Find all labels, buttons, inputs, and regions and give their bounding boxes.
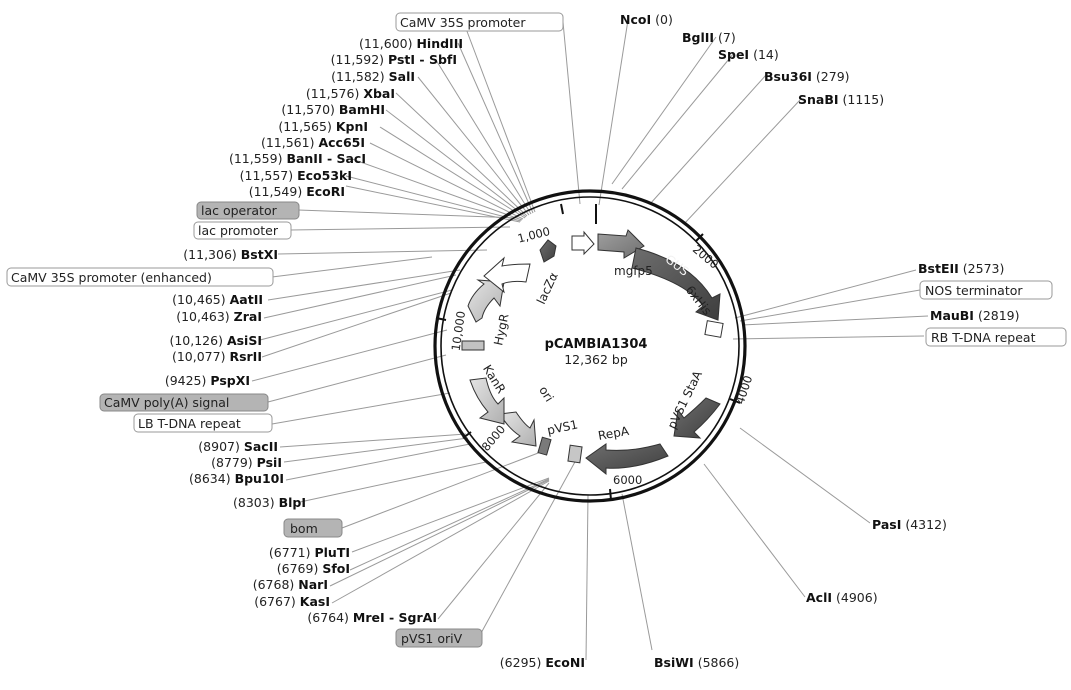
site-psti: (11,592) PstI - SbfI — [331, 52, 457, 67]
label-ori: ori — [536, 384, 556, 405]
svg-text:lac promoter: lac promoter — [198, 223, 279, 238]
feature-nos-term: NOS terminator — [919, 280, 1053, 300]
site-labels: (11,600) HindIII (11,592) PstI - SbfI (1… — [165, 12, 1020, 670]
tick-8000: 8000 — [479, 422, 509, 453]
site-pasi: PasI (4312) — [872, 517, 947, 532]
backbone — [433, 189, 747, 503]
site-ecori: (11,549) EcoRI — [249, 184, 345, 199]
site-kpni: (11,565) KpnI — [278, 119, 368, 134]
site-hindiii: (11,600) HindIII — [359, 36, 463, 51]
label-hygr: HygR — [491, 312, 511, 346]
site-maubi: MauBI (2819) — [930, 308, 1020, 323]
feature-camv35s-top: CaMV 35S promoter — [395, 12, 564, 32]
kanr-arrow — [469, 377, 505, 425]
label-pvs1: pVS1 — [546, 417, 579, 437]
site-bglii: BglII (7) — [682, 30, 736, 45]
lacz-arrow-top — [539, 239, 557, 263]
site-bpu10i: (8634) Bpu10I — [189, 471, 284, 486]
site-sfoi: (6769) SfoI — [277, 561, 350, 576]
svg-text:NOS terminator: NOS terminator — [925, 283, 1023, 298]
repa-arrow — [585, 443, 669, 476]
plasmid-name: pCAMBIA1304 — [545, 337, 648, 352]
svg-text:CaMV 35S promoter (enhanced): CaMV 35S promoter (enhanced) — [11, 270, 212, 285]
backbone-ticks — [435, 203, 741, 501]
label-repa: RepA — [597, 424, 631, 443]
label-lacza: lacZα — [534, 270, 561, 306]
site-econi: (6295) EcoNI — [500, 655, 585, 670]
ori-arrow — [499, 411, 537, 447]
polya-box — [461, 340, 485, 351]
site-psii: (8779) PsiI — [211, 455, 282, 470]
site-bsteii: BstEII (2573) — [918, 261, 1004, 276]
feature-lac-operator: lac operator — [196, 201, 300, 220]
feature-rb-repeat: RB T-DNA repeat — [925, 327, 1067, 347]
site-zrai: (10,463) ZraI — [176, 309, 262, 324]
site-snabi: SnaBI (1115) — [798, 92, 884, 107]
site-acli: AclI (4906) — [806, 590, 878, 605]
site-aatii: (10,465) AatII — [172, 292, 263, 307]
site-kasi: (6767) KasI — [254, 594, 330, 609]
feature-bom: bom — [283, 518, 343, 538]
feature-lb-repeat: LB T-DNA repeat — [133, 413, 273, 433]
site-sali: (11,582) SalI — [331, 69, 415, 84]
feature-pvs1-oriv: pVS1 oriV — [395, 628, 483, 648]
site-pspxi: (9425) PspXI — [165, 373, 250, 388]
tick-6000: 6000 — [613, 473, 642, 487]
feature-labels: CaMV 35S promoter lac operator lac promo… — [6, 12, 1067, 648]
gus-arrow — [631, 247, 721, 321]
leader-lines — [251, 17, 929, 661]
site-banii: (11,559) BanII - SacI — [229, 151, 366, 166]
site-blpi: (8303) BlpI — [233, 495, 306, 510]
site-bamhi: (11,570) BamHI — [281, 102, 385, 117]
site-spei: SpeI (14) — [718, 47, 779, 62]
svg-text:LB T-DNA repeat: LB T-DNA repeat — [138, 416, 241, 431]
feature-camv-polya: CaMV poly(A) signal — [99, 393, 269, 412]
site-bsu36i: Bsu36I (279) — [764, 69, 850, 84]
staa-arrow — [673, 397, 721, 439]
label-mgfp5: mgfp5 — [614, 264, 653, 278]
site-mrei: (6764) MreI - SgrAI — [307, 610, 437, 625]
pvs1-box — [567, 444, 583, 464]
plasmid-size: 12,362 bp — [564, 352, 628, 367]
site-asisi: (10,126) AsiSI — [169, 333, 262, 348]
features — [461, 229, 724, 476]
site-sacii: (8907) SacII — [198, 439, 278, 454]
feature-camv35s-enh: CaMV 35S promoter (enhanced) — [6, 267, 274, 287]
svg-text:pVS1 oriV: pVS1 oriV — [401, 631, 463, 646]
site-ncoi: NcoI (0) — [620, 12, 673, 27]
site-rsrii: (10,077) RsrII — [172, 349, 262, 364]
site-bstxi: (11,306) BstXI — [183, 247, 278, 262]
site-acc65i: (11,561) Acc65I — [261, 135, 365, 150]
svg-text:lac operator: lac operator — [201, 203, 278, 218]
site-xbai: (11,576) XbaI — [306, 86, 395, 101]
feature-lac-promoter: lac promoter — [193, 221, 292, 240]
sixhis-box — [704, 320, 724, 338]
mgfp5-arrow — [597, 229, 645, 259]
site-eco53ki: (11,557) Eco53kI — [240, 168, 352, 183]
promoter-arrow — [571, 230, 595, 256]
svg-text:CaMV 35S promoter: CaMV 35S promoter — [400, 15, 526, 30]
site-nari: (6768) NarI — [253, 577, 328, 592]
camv-enh-arrow — [483, 256, 531, 294]
bom-box — [537, 436, 552, 456]
svg-text:bom: bom — [290, 521, 318, 536]
site-pluti: (6771) PluTI — [269, 545, 350, 560]
svg-text:RB T-DNA repeat: RB T-DNA repeat — [931, 330, 1036, 345]
site-bsiwi: BsiWI (5866) — [654, 655, 739, 670]
svg-text:CaMV poly(A) signal: CaMV poly(A) signal — [104, 395, 229, 410]
